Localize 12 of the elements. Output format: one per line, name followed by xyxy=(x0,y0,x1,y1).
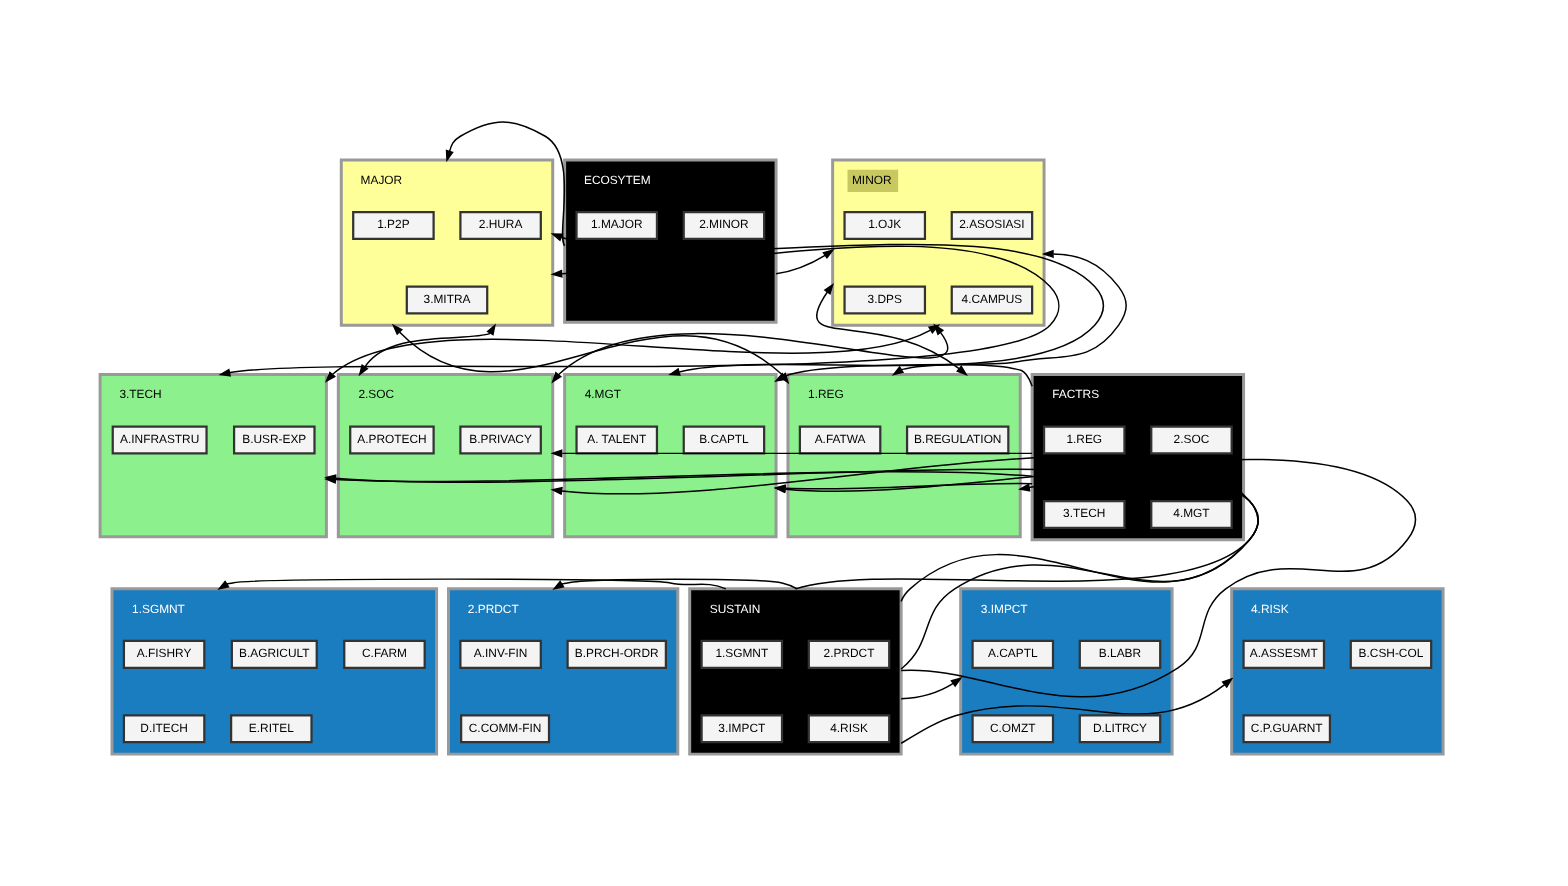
arrow xyxy=(445,120,566,246)
arrow xyxy=(550,454,1259,602)
arrow xyxy=(550,232,1105,375)
arrow xyxy=(815,281,968,375)
arrow xyxy=(891,363,1033,387)
arrow xyxy=(900,675,963,699)
arrow xyxy=(217,577,727,590)
arrow xyxy=(550,448,1033,457)
arrow xyxy=(218,244,1060,376)
arrow xyxy=(358,322,496,376)
arrow xyxy=(775,248,835,274)
arrow xyxy=(552,577,798,590)
